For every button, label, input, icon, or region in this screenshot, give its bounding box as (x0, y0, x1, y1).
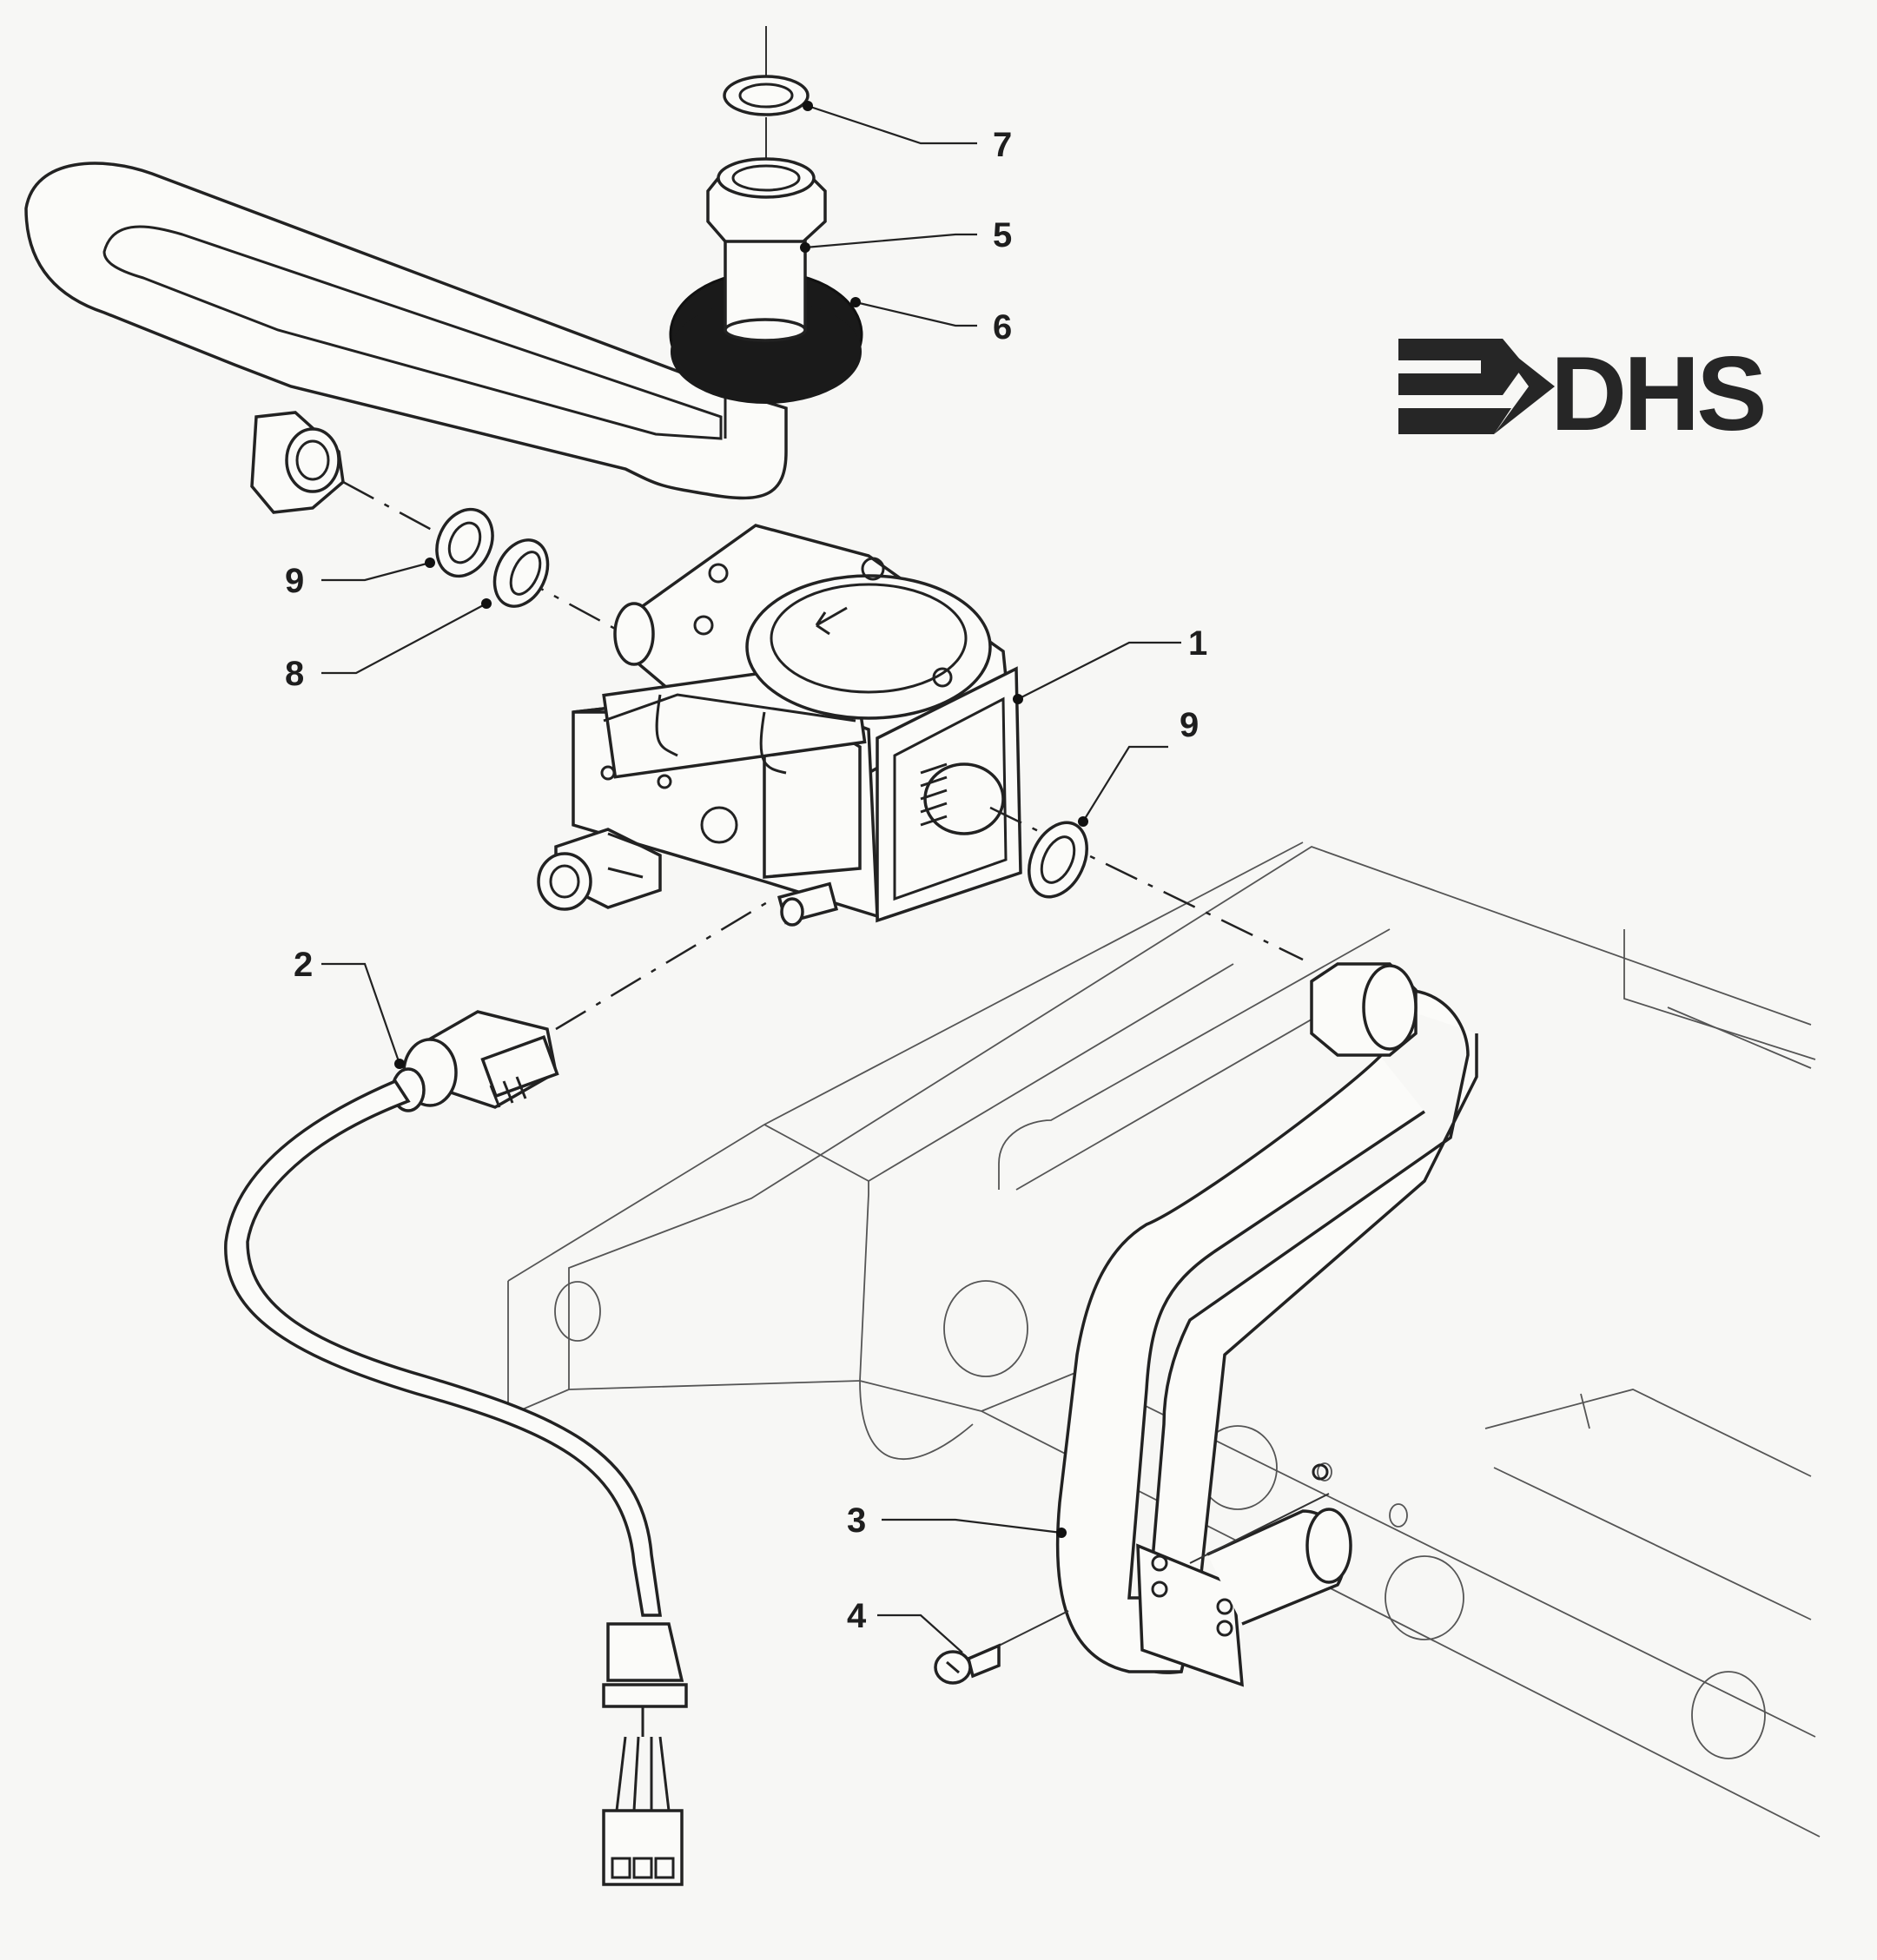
callout-8: 8 (285, 655, 304, 693)
callout-5: 5 (993, 216, 1012, 254)
pipe-adapter-5 (724, 237, 807, 332)
top-fittings (669, 26, 863, 404)
leaders (321, 101, 1181, 1653)
lower-gas-pipe-3 (1055, 962, 1478, 1687)
dhs-logo: DHS (1398, 334, 1768, 452)
callout-4: 4 (847, 1597, 867, 1635)
logo-text: DHS (1550, 334, 1764, 452)
screw-4 (934, 1610, 1069, 1685)
callout-labels: 1 2 3 4 5 6 7 8 9 9 (285, 126, 1207, 1635)
gas-valve-1 (537, 524, 1022, 927)
callout-7: 7 (993, 126, 1012, 164)
callout-9-right: 9 (1180, 706, 1199, 744)
washers-upper (342, 480, 618, 631)
callout-3: 3 (847, 1501, 866, 1540)
callout-6: 6 (993, 308, 1012, 346)
washer-9-right (989, 806, 1304, 961)
wiring-harness-2 (224, 897, 774, 1886)
burner-manifold (507, 841, 1821, 1838)
callout-1: 1 (1188, 624, 1207, 663)
callout-9-left: 9 (285, 562, 304, 600)
washer-7 (723, 75, 810, 116)
callout-2: 2 (294, 946, 313, 984)
upper-gas-pipe (24, 162, 788, 514)
